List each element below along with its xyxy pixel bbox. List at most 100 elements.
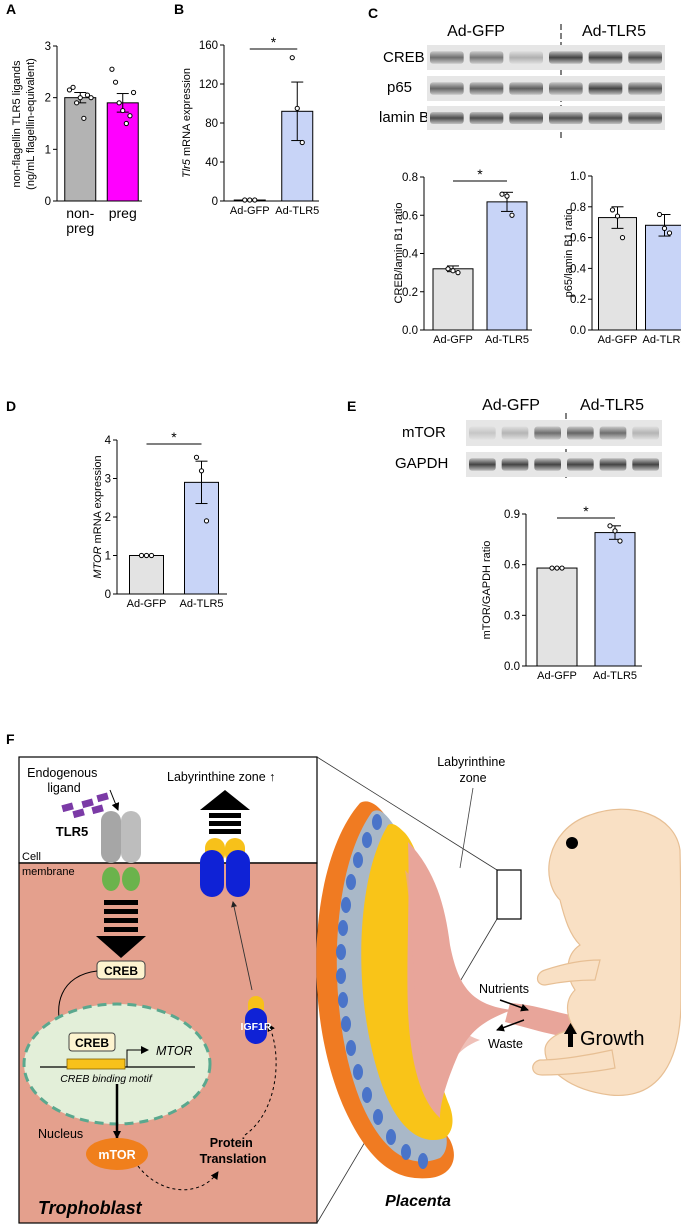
- data-point: [289, 55, 295, 61]
- panel-label-c: C: [368, 5, 378, 21]
- signal-arrow-bar: [104, 900, 138, 905]
- y-tick-label: 3: [45, 41, 51, 53]
- placenta-inner-zone: [405, 870, 480, 1090]
- creb-binding-site: [66, 1058, 126, 1070]
- blot-band: [469, 112, 504, 124]
- tlr5-receptor: [101, 811, 141, 891]
- blot-band: [469, 426, 496, 440]
- blot-band: [549, 51, 583, 64]
- endogenous-ligand-label: Endogenous ligand: [27, 766, 101, 795]
- bar: [106, 102, 139, 202]
- y-tick-label: 4: [105, 435, 112, 447]
- y-tick-label: 0.6: [402, 210, 418, 222]
- growth-up-arrow-head: [564, 1023, 577, 1034]
- x-tick-label: Ad-GFP: [433, 334, 473, 346]
- y-tick-label: 0: [212, 196, 218, 208]
- data-point: [88, 95, 94, 101]
- blood-space-dot: [341, 1016, 351, 1032]
- data-point: [70, 84, 76, 90]
- labyrinthine-up-arrow-bar: [209, 829, 241, 834]
- x-tick-label: Ad-TLR5: [642, 334, 681, 346]
- blot-strip-bg: [466, 420, 662, 446]
- igf1r-trafficking-arrow: [231, 901, 253, 991]
- labyrinthine-up-arrow: [200, 790, 250, 834]
- waste-arrow: [496, 1019, 525, 1032]
- bar: [645, 224, 681, 331]
- blot-band: [469, 458, 496, 471]
- blot-band: [588, 51, 623, 64]
- significance-marker: *: [271, 34, 277, 50]
- blot-band: [509, 112, 543, 124]
- x-tick-label: Ad-TLR5: [179, 598, 223, 610]
- data-point: [123, 120, 129, 127]
- nutrients-label: Nutrients: [479, 982, 529, 996]
- creb-in-nucleus-label: CREB: [75, 1036, 109, 1050]
- blood-space-dot: [373, 1109, 383, 1125]
- fetus-arm: [536, 959, 601, 986]
- blood-space-dot: [336, 944, 346, 960]
- bar: [129, 555, 164, 595]
- nutrients-arrow: [499, 999, 529, 1012]
- blood-space-dot: [336, 968, 346, 984]
- ligand-molecule: [81, 798, 94, 809]
- data-point: [81, 115, 87, 121]
- data-point: [116, 100, 122, 106]
- blood-space-dot: [338, 920, 348, 936]
- trophoblast-label: Trophoblast: [38, 1198, 143, 1218]
- blot-band: [469, 51, 504, 64]
- y-tick-label: 120: [199, 79, 218, 91]
- data-point: [247, 197, 253, 203]
- y-tick-label: 1: [105, 551, 111, 563]
- x-tick-label: non-: [66, 205, 94, 221]
- panel-label-f: F: [6, 731, 15, 747]
- signal-arrow-head: [96, 936, 146, 958]
- labyrinthine-up-arrow-head: [200, 790, 250, 810]
- mtor-gene-label: MTOR: [156, 1044, 193, 1058]
- signal-arrow-down: [96, 900, 146, 958]
- tlr5-label: TLR5: [56, 824, 89, 839]
- blot-band: [549, 112, 583, 124]
- y-tick-label: 0: [45, 196, 51, 208]
- blot-band: [567, 458, 594, 471]
- data-point: [252, 197, 258, 203]
- blot-band: [430, 112, 464, 124]
- data-point: [450, 268, 456, 274]
- panel-label-e: E: [347, 398, 356, 414]
- blot-band: [567, 426, 594, 440]
- labyrinthine-zone-pointer: [459, 787, 474, 869]
- growth-label: Growth: [580, 1028, 644, 1050]
- western-blot-c: Ad-GFP Ad-TLR5 CREB p65 lamin B1: [379, 23, 665, 140]
- blot-strip-bg: [427, 45, 665, 70]
- data-point: [143, 552, 150, 559]
- fetus-leg: [532, 1049, 616, 1076]
- signal-arrow-bar: [104, 909, 138, 914]
- y-tick-label: 0.3: [504, 610, 520, 622]
- y-tick-label: 0.0: [402, 325, 418, 337]
- membrane-igf1r-blue-right: [226, 850, 250, 897]
- x-tick-label: Ad-GFP: [127, 598, 167, 610]
- blot-c-row-creb: CREB: [383, 49, 425, 66]
- blood-space-dot: [338, 992, 348, 1008]
- labyrinthine-up-arrow-bar: [209, 821, 241, 826]
- tlr5-tir-right: [122, 867, 140, 891]
- y-tick-label: 0.6: [504, 560, 520, 572]
- y-tick-label: 0.2: [570, 294, 586, 306]
- data-point: [617, 538, 623, 544]
- blot-strip-bg: [466, 452, 662, 477]
- blot-band: [430, 51, 464, 64]
- y-axis-label: MTOR mRNA expression: [92, 455, 104, 578]
- data-point: [619, 235, 626, 241]
- x-tick-label: preg: [66, 220, 94, 236]
- growth-up-arrow-shaft: [568, 1033, 573, 1047]
- blot-band: [628, 51, 662, 64]
- diagram-f: Endogenous ligand TLR5 Cell membrane: [18, 755, 681, 1224]
- blot-c-group-tlr5: Ad-TLR5: [582, 23, 646, 40]
- panel-label-a: A: [6, 1, 16, 17]
- data-point: [84, 92, 91, 98]
- growth-up-arrow: [564, 1023, 577, 1047]
- membrane-igf1r: [200, 838, 250, 897]
- blot-band: [599, 458, 627, 471]
- panel-label-d: D: [6, 398, 16, 414]
